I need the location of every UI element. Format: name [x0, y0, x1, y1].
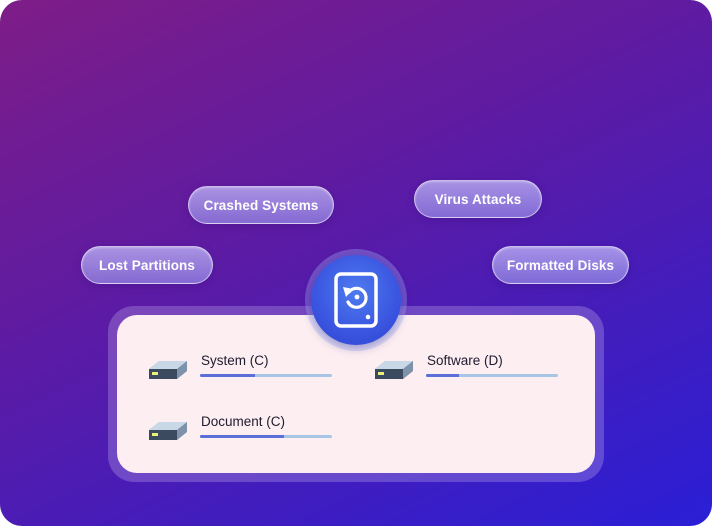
drive-usage-bar — [426, 374, 558, 377]
recovery-badge — [311, 255, 401, 345]
drive-usage-fill — [200, 374, 256, 377]
drive-system-c: System (C) — [147, 353, 337, 393]
formatted-disks-pill: Formatted Disks — [492, 246, 629, 284]
disk-recovery-icon — [334, 272, 378, 328]
crashed-systems-pill: Crashed Systems — [188, 186, 334, 224]
drive-usage-fill — [200, 435, 285, 438]
hard-drive-icon — [375, 361, 413, 379]
lost-partitions-pill: Lost Partitions — [81, 246, 213, 284]
virus-attacks-pill: Virus Attacks — [414, 180, 542, 218]
drive-usage-bar — [200, 435, 332, 438]
drive-label: Software (D) — [427, 353, 503, 368]
drive-software-d: Software (D) — [373, 353, 563, 393]
drive-usage-bar — [200, 374, 332, 377]
drive-label: Document (C) — [201, 414, 286, 429]
drive-usage-fill — [426, 374, 459, 377]
drive-label: System (C) — [201, 353, 269, 368]
drive-document-c: Document (C) — [147, 414, 337, 454]
hard-drive-icon — [149, 422, 187, 440]
hard-drive-icon — [149, 361, 187, 379]
